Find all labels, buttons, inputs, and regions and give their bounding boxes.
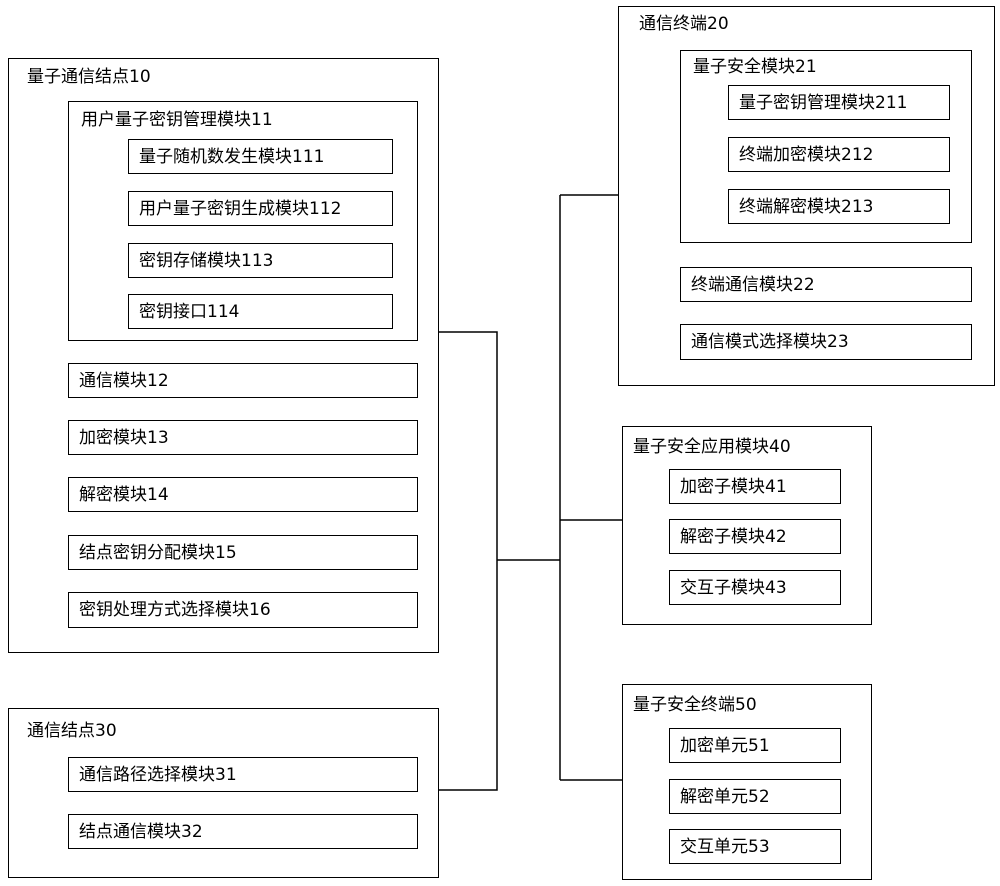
key-storage-module: 密钥存储模块113 bbox=[128, 243, 393, 278]
decryption-unit: 解密单元52 bbox=[669, 779, 841, 814]
key-processing-mode-selection-module: 密钥处理方式选择模块16 bbox=[68, 592, 418, 628]
path-selection-module: 通信路径选择模块31 bbox=[68, 757, 418, 792]
quantum-communication-node-title: 量子通信结点10 bbox=[27, 67, 151, 87]
encryption-unit: 加密单元51 bbox=[669, 728, 841, 763]
interaction-unit: 交互单元53 bbox=[669, 829, 841, 864]
terminal-decryption-module: 终端解密模块213 bbox=[728, 189, 950, 224]
node-communication-module: 结点通信模块32 bbox=[68, 814, 418, 849]
user-key-management-title: 用户量子密钥管理模块11 bbox=[81, 110, 273, 130]
key-interface-module: 密钥接口114 bbox=[128, 294, 393, 329]
quantum-security-terminal-title: 量子安全终端50 bbox=[633, 695, 757, 715]
quantum-security-application-title: 量子安全应用模块40 bbox=[633, 437, 791, 457]
communication-node-title: 通信结点30 bbox=[27, 721, 117, 741]
decryption-module: 解密模块14 bbox=[68, 477, 418, 512]
terminal-encryption-module: 终端加密模块212 bbox=[728, 137, 950, 172]
communication-module: 通信模块12 bbox=[68, 363, 418, 398]
quantum-key-management-module: 量子密钥管理模块211 bbox=[728, 85, 950, 120]
interaction-submodule: 交互子模块43 bbox=[669, 570, 841, 605]
user-key-generation-module: 用户量子密钥生成模块112 bbox=[128, 191, 393, 226]
communication-mode-selection-module: 通信模式选择模块23 bbox=[680, 324, 972, 360]
qrng-module: 量子随机数发生模块111 bbox=[128, 139, 393, 174]
communication-node-box: 通信结点30 bbox=[8, 708, 439, 878]
encryption-module: 加密模块13 bbox=[68, 420, 418, 455]
decryption-submodule: 解密子模块42 bbox=[669, 519, 841, 554]
terminal-communication-module: 终端通信模块22 bbox=[680, 267, 972, 302]
node-key-distribution-module: 结点密钥分配模块15 bbox=[68, 535, 418, 570]
encryption-submodule: 加密子模块41 bbox=[669, 469, 841, 504]
communication-terminal-title: 通信终端20 bbox=[639, 14, 729, 34]
quantum-security-module-title: 量子安全模块21 bbox=[693, 57, 817, 77]
